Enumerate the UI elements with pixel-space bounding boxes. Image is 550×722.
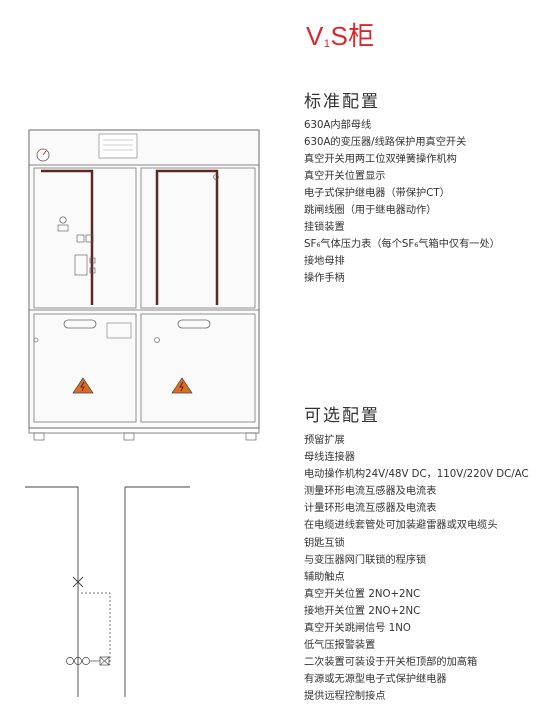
list-item: 挂锁装置 — [304, 222, 345, 233]
page-title: V1S柜 — [306, 16, 375, 53]
list-item: 操作手柄 — [304, 273, 345, 284]
list-item: 计量环形电流互感器及电流表 — [304, 503, 437, 515]
list-item: 测量环形电流互感器及电流表 — [304, 486, 437, 498]
list-item: SF₆气体压力表（每个SF₆气箱中仅有一处） — [304, 239, 500, 250]
list-item: 接地母排 — [304, 256, 345, 267]
list-item: 接地开关位置 2NO+2NC — [304, 605, 421, 617]
list-item: 630A内部母线 — [304, 120, 372, 131]
list-item: 二次装置可装设于开关柜顶部的加高箱 — [304, 657, 478, 669]
title-rest: S柜 — [330, 21, 375, 51]
pressure-gauge-icon — [36, 148, 50, 162]
list-item: 与变压器网门联锁的程序锁 — [304, 554, 427, 566]
list-item: 真空开关位置 2NO+2NC — [304, 588, 421, 600]
standard-list: 630A内部母线 630A的变压器/线路保护用真空开关 真空开关用两工位双弹簧操… — [304, 117, 500, 287]
list-item: 母线连接器 — [304, 452, 355, 464]
list-item: 提供远程控制接点 — [304, 691, 386, 703]
list-item: 低气压报警装置 — [304, 640, 376, 652]
list-item: 有源或无源型电子式保护继电器 — [304, 674, 447, 686]
warning-lightning-icon — [72, 377, 193, 394]
list-item: 在电缆进线套管处可加装避雷器或双电缆头 — [304, 520, 498, 532]
list-item: 电动操作机构24V/48V DC，110V/220V DC/AC — [304, 469, 529, 481]
list-item: 电子式保护继电器（带保护CT） — [304, 188, 450, 199]
cabinet-front-view — [28, 129, 260, 441]
single-line-diagram — [25, 486, 190, 697]
list-item: 辅助触点 — [304, 571, 345, 583]
list-item: 真空开关跳闸信号 1NO — [304, 623, 411, 635]
standard-heading: 标准配置 — [304, 92, 380, 112]
list-item: 真空开关用两工位双弹簧操作机构 — [304, 154, 457, 165]
list-item: 630A的变压器/线路保护用真空开关 — [304, 137, 467, 148]
list-item: 真空开关位置显示 — [304, 171, 386, 182]
optional-heading: 可选配置 — [304, 406, 380, 426]
title-main: V — [306, 21, 324, 51]
optional-list: 预留扩展 母线连接器 电动操作机构24V/48V DC，110V/220V DC… — [304, 432, 529, 706]
title-sub: 1 — [323, 38, 331, 50]
list-item: 预留扩展 — [304, 435, 345, 446]
list-item: 跳闸线圈（用于继电器动作） — [304, 205, 437, 216]
list-item: 钥匙互锁 — [304, 537, 345, 549]
